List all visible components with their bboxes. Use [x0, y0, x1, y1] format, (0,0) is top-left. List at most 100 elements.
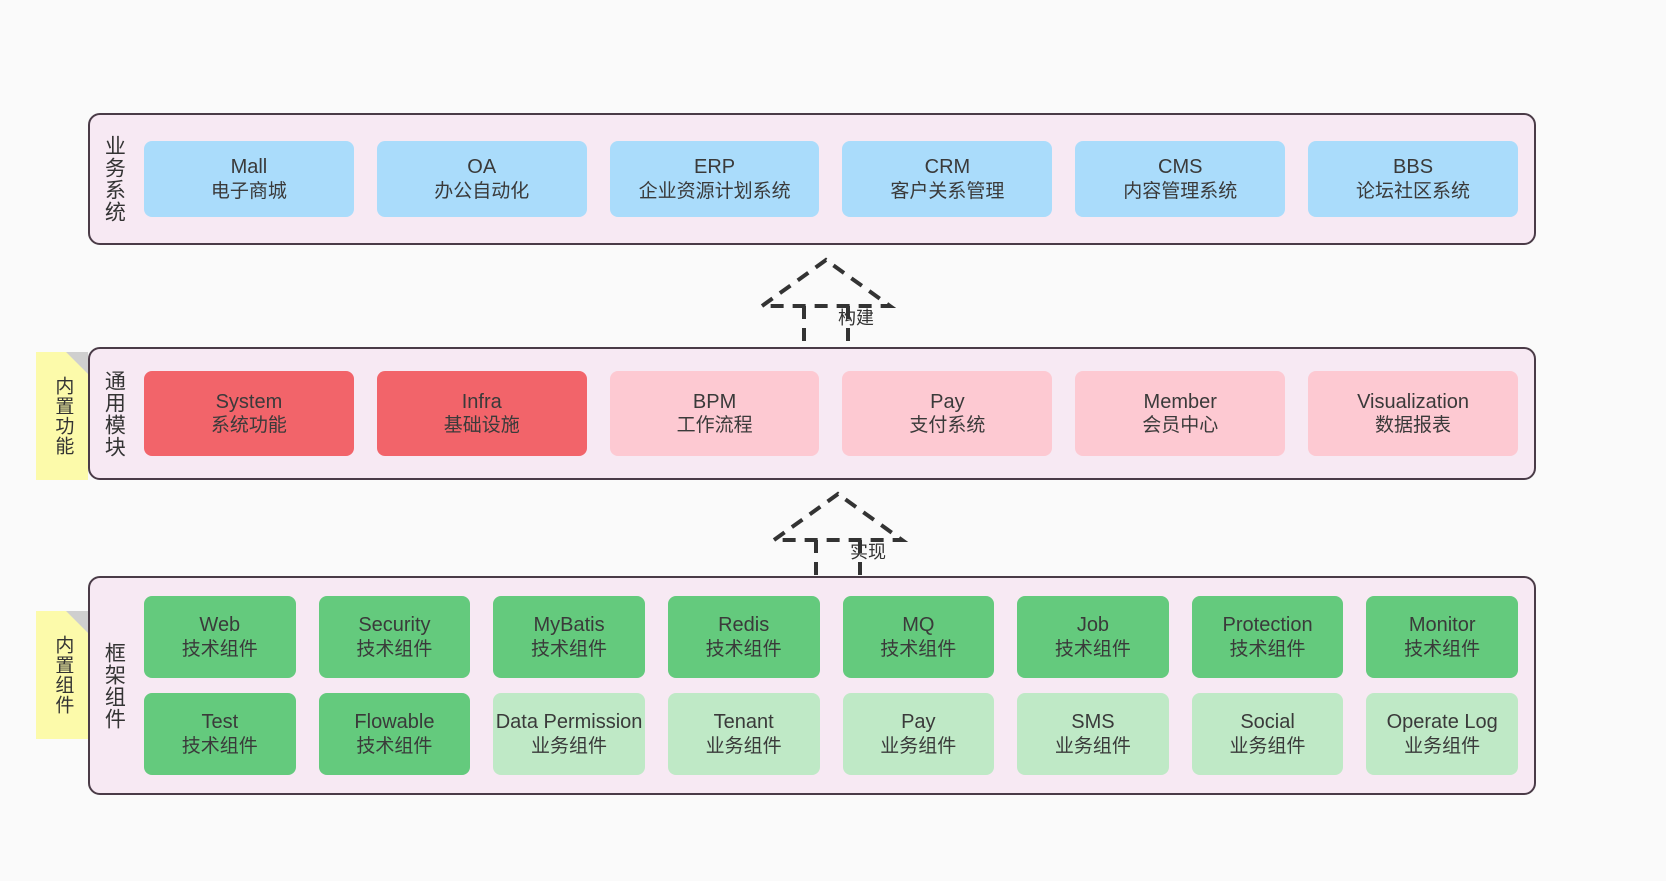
card-subtitle: 业务组件	[1404, 735, 1481, 757]
card-subtitle: 系统功能	[210, 415, 287, 437]
card-mall[interactable]: Mall 电子商城	[144, 141, 354, 217]
card-subtitle: 业务组件	[531, 735, 608, 757]
card-title: System	[215, 390, 283, 413]
card-cms[interactable]: CMS 内容管理系统	[1075, 141, 1286, 217]
card-subtitle: 技术组件	[880, 638, 957, 660]
sticky-note-builtin-component[interactable]: 内置组件	[36, 611, 88, 739]
card-subtitle: 数据报表	[1375, 415, 1452, 437]
card-subtitle: 支付系统	[909, 415, 986, 437]
card-subtitle: 会员中心	[1142, 415, 1219, 437]
card-subtitle: 企业资源计划系统	[638, 180, 791, 202]
card-title: Mall	[230, 156, 268, 179]
layer-framework-component[interactable]: 框架组件 Web 技术组件 Security 技术组件 MyBatis 技术组件…	[88, 576, 1536, 795]
dashed-stem-icon	[814, 540, 862, 588]
connector-label-build: 构建	[838, 308, 874, 328]
card-title: Pay	[930, 390, 965, 413]
card-operate-log[interactable]: Operate Log 业务组件	[1366, 693, 1518, 775]
card-web[interactable]: Web 技术组件	[144, 596, 296, 678]
card-title: Member	[1143, 390, 1217, 413]
triangle-arrowhead-icon	[767, 491, 909, 542]
card-title: ERP	[694, 156, 736, 179]
sticky-note-label: 内置组件	[52, 635, 74, 715]
card-row: Mall 电子商城 OA 办公自动化 ERP 企业资源计划系统 CRM 客户关系…	[144, 141, 1518, 217]
layer-title-framework-component: 框架组件	[102, 641, 126, 730]
card-subtitle: 技术组件	[1404, 638, 1481, 660]
card-title: Security	[358, 614, 431, 637]
layer-body-business-system: Mall 电子商城 OA 办公自动化 ERP 企业资源计划系统 CRM 客户关系…	[136, 115, 1534, 243]
card-subtitle: 论坛社区系统	[1356, 180, 1471, 202]
card-subtitle: 客户关系管理	[890, 180, 1005, 202]
card-redis[interactable]: Redis 技术组件	[667, 596, 820, 678]
card-job[interactable]: Job 技术组件	[1017, 596, 1169, 678]
connector-implement: 实现	[767, 491, 932, 588]
card-subtitle: 技术组件	[531, 638, 608, 660]
card-infra[interactable]: Infra 基础设施	[376, 371, 587, 456]
layer-business-system[interactable]: 业务系统 Mall 电子商城 OA 办公自动化 ERP 企业资源计划系统 CRM…	[88, 113, 1536, 245]
sticky-note-builtin-function[interactable]: 内置功能	[36, 352, 88, 480]
card-title: Monitor	[1408, 614, 1476, 637]
layer-title-business-system: 业务系统	[102, 135, 126, 223]
card-title: Data Permission	[495, 711, 643, 734]
card-title: Redis	[718, 614, 770, 637]
card-data-permission[interactable]: Data Permission 业务组件	[493, 693, 645, 775]
layer-title-common-module: 通用模块	[102, 369, 126, 458]
card-erp[interactable]: ERP 企业资源计划系统	[609, 141, 820, 217]
card-title: Flowable	[354, 711, 435, 734]
card-mq[interactable]: MQ 技术组件	[842, 596, 995, 678]
card-row: Test 技术组件 Flowable 技术组件 Data Permission …	[144, 693, 1518, 775]
card-mybatis[interactable]: MyBatis 技术组件	[493, 596, 645, 678]
sticky-note-label: 内置功能	[52, 376, 74, 456]
card-monitor[interactable]: Monitor 技术组件	[1366, 596, 1518, 678]
card-title: MQ	[902, 614, 935, 637]
card-title: CMS	[1158, 156, 1203, 179]
card-title: CRM	[924, 156, 971, 179]
card-pay[interactable]: Pay 支付系统	[842, 371, 1053, 456]
card-title: Web	[199, 614, 241, 637]
card-social[interactable]: Social 业务组件	[1191, 693, 1344, 775]
card-test[interactable]: Test 技术组件	[144, 693, 296, 775]
card-oa[interactable]: OA 办公自动化	[376, 141, 587, 217]
card-subtitle: 技术组件	[1229, 638, 1306, 660]
dashed-stem-icon	[802, 306, 850, 354]
card-title: Social	[1240, 711, 1295, 734]
card-title: SMS	[1071, 711, 1115, 734]
layer-common-module[interactable]: 通用模块 System 系统功能 Infra 基础设施 BPM 工作流程 Pay…	[88, 347, 1536, 480]
card-title: Test	[201, 711, 239, 734]
folded-corner-icon	[66, 352, 88, 374]
card-title: Tenant	[713, 711, 774, 734]
card-row: System 系统功能 Infra 基础设施 BPM 工作流程 Pay 支付系统…	[144, 371, 1518, 456]
card-visualization[interactable]: Visualization 数据报表	[1308, 371, 1518, 456]
card-subtitle: 工作流程	[676, 415, 753, 437]
card-title: Operate Log	[1386, 711, 1498, 734]
card-crm[interactable]: CRM 客户关系管理	[842, 141, 1053, 217]
card-system[interactable]: System 系统功能	[144, 371, 354, 456]
connector-build: 构建	[755, 257, 920, 354]
card-subtitle: 基础设施	[443, 415, 520, 437]
card-bpm[interactable]: BPM 工作流程	[609, 371, 820, 456]
card-subtitle: 技术组件	[181, 638, 258, 660]
card-subtitle: 技术组件	[705, 638, 782, 660]
layer-body-framework-component: Web 技术组件 Security 技术组件 MyBatis 技术组件 Redi…	[136, 578, 1534, 793]
card-subtitle: 业务组件	[1054, 735, 1131, 757]
card-bbs[interactable]: BBS 论坛社区系统	[1308, 141, 1518, 217]
card-subtitle: 业务组件	[880, 735, 957, 757]
connector-label-implement: 实现	[850, 542, 886, 562]
card-security[interactable]: Security 技术组件	[318, 596, 471, 678]
card-tenant[interactable]: Tenant 业务组件	[667, 693, 820, 775]
card-subtitle: 技术组件	[181, 735, 258, 757]
card-protection[interactable]: Protection 技术组件	[1191, 596, 1344, 678]
card-title: MyBatis	[533, 614, 605, 637]
card-title: BBS	[1393, 156, 1434, 179]
card-pay-business[interactable]: Pay 业务组件	[842, 693, 995, 775]
card-title: Infra	[461, 390, 502, 413]
card-subtitle: 电子商城	[210, 180, 287, 202]
triangle-arrowhead-icon	[755, 257, 897, 308]
card-member[interactable]: Member 会员中心	[1075, 371, 1286, 456]
card-subtitle: 业务组件	[705, 735, 782, 757]
card-sms[interactable]: SMS 业务组件	[1017, 693, 1169, 775]
card-title: OA	[467, 156, 497, 179]
card-subtitle: 内容管理系统	[1123, 180, 1238, 202]
card-flowable[interactable]: Flowable 技术组件	[318, 693, 471, 775]
card-subtitle: 办公自动化	[434, 180, 530, 202]
